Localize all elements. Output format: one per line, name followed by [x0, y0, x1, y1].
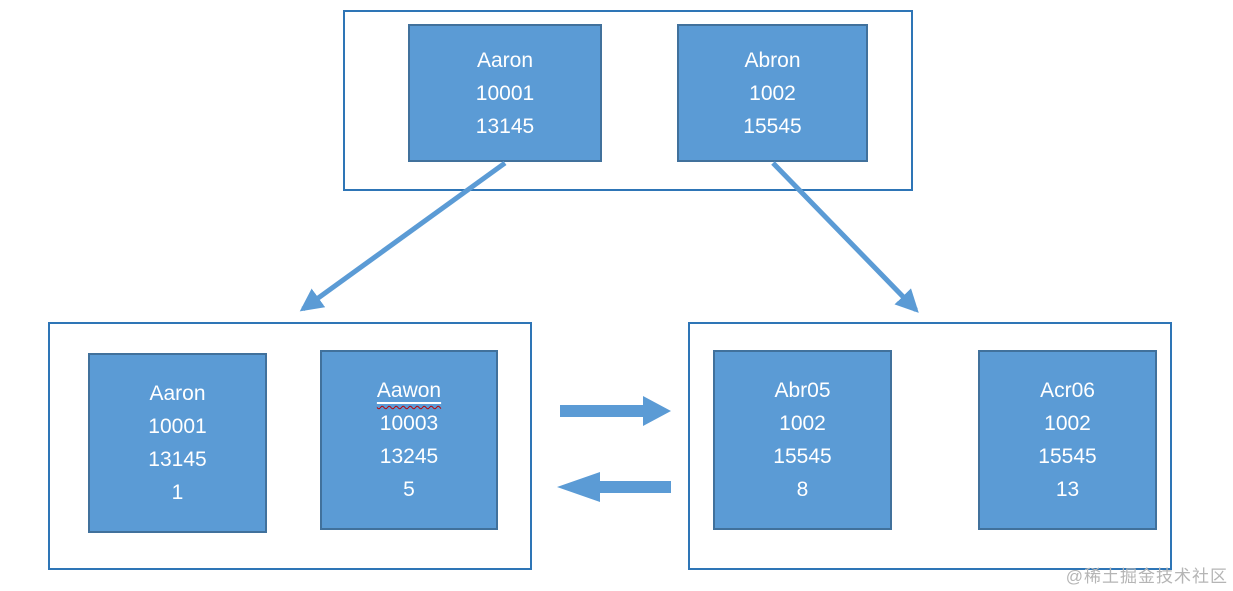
node-line: 15545	[773, 445, 832, 468]
node-line: 8	[796, 478, 809, 501]
spellcheck-underline: Aawon	[377, 374, 441, 407]
arrow-left-to-right-leaf	[560, 396, 671, 426]
leaf-node-aaron: Aaron 10001 13145 1	[88, 353, 267, 533]
leaf-node-acr06: Acr06 1002 15545 13	[978, 350, 1157, 530]
node-line: 15545	[743, 114, 802, 138]
node-line: Aaron	[149, 382, 206, 405]
root-node-aaron: Aaron 10001 13145	[408, 24, 602, 162]
node-line: Aaron	[476, 48, 534, 72]
node-line: 1002	[1044, 412, 1091, 435]
root-node-abron: Abron 1002 15545	[677, 24, 868, 162]
node-line: 5	[403, 478, 415, 501]
node-line: Abr05	[774, 379, 831, 402]
node-line: 10001	[475, 81, 535, 105]
leaf-node-aawon: Aawon 10003 13245 5	[320, 350, 498, 530]
node-line: Abron	[744, 48, 801, 72]
node-line: 10001	[148, 415, 207, 438]
node-line: 10003	[379, 412, 439, 435]
leaf-node-abr05: Abr05 1002 15545 8	[713, 350, 892, 530]
node-line: Aawon	[376, 379, 442, 402]
node-line: 1002	[779, 412, 826, 435]
node-line: 1002	[749, 81, 796, 105]
node-line: 13145	[148, 448, 207, 471]
node-line: Acr06	[1040, 379, 1095, 402]
node-line: 15545	[1038, 445, 1097, 468]
watermark: @稀土掘金技术社区	[1065, 567, 1228, 586]
node-line: 1	[171, 481, 184, 504]
arrow-right-to-left-leaf	[557, 472, 671, 502]
node-line: 13145	[475, 114, 535, 138]
node-line: 13	[1055, 478, 1080, 501]
node-line: 13245	[379, 445, 439, 468]
